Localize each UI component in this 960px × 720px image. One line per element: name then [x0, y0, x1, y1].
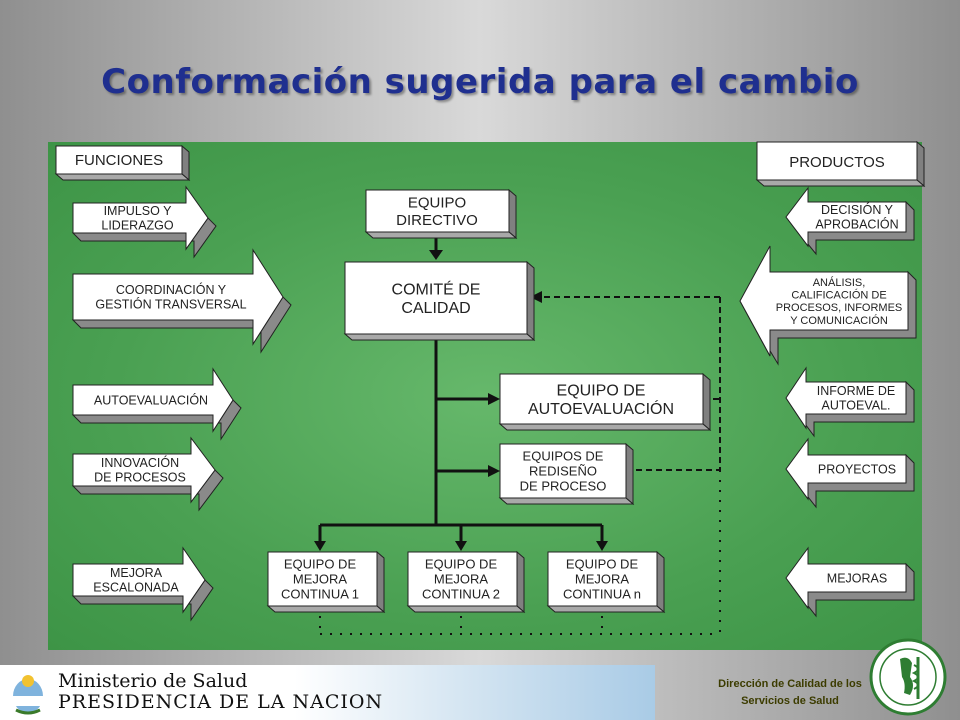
producto-2-line-4: Y COMUNICACIÓN	[790, 314, 888, 327]
funciones-header-label: FUNCIONES	[75, 152, 163, 169]
comite-calidad-box	[343, 260, 536, 342]
funcion-2-line-1: COORDINACIÓN Y	[116, 282, 227, 297]
equipo-mejora-box-1	[266, 550, 386, 614]
equipo-mejora-1-line-3: CONTINUA 1	[281, 587, 359, 602]
producto-3-line-1: INFORME DE	[817, 384, 895, 398]
equipo-mejora-1-line-2: MEJORA	[293, 572, 348, 587]
producto-5-line-1: MEJORAS	[827, 571, 887, 585]
funciones-header	[54, 144, 191, 182]
equipos-rediseno-line-1: EQUIPOS DE	[523, 449, 604, 464]
presidency-name: PRESIDENCIA DE LA NACION	[58, 691, 384, 713]
funcion-5-line-1: MEJORA	[110, 566, 163, 580]
funcion-4-line-2: DE PROCESOS	[94, 471, 186, 485]
ministry-name: Ministerio de Salud	[58, 670, 248, 692]
equipo-mejora-box-3	[546, 550, 666, 614]
page-title: Conformación sugerida para el cambio	[101, 62, 859, 102]
equipo-directivo-line-1: EQUIPO	[408, 195, 466, 212]
footer-band	[0, 665, 655, 720]
equipo-mejora-3-line-3: CONTINUA n	[563, 587, 641, 602]
equipo-autoevaluacion-box	[498, 372, 712, 432]
producto-3-line-2: AUTOEVAL.	[821, 399, 890, 413]
producto-1-line-1: DECISIÓN Y	[821, 202, 894, 217]
producto-2-line-1: ANÁLISIS,	[813, 276, 866, 289]
comite-calidad-line-2: CALIDAD	[401, 300, 470, 317]
funcion-arrow-1	[71, 185, 217, 259]
producto-arrow-4	[785, 437, 915, 509]
productos-header-label: PRODUCTOS	[789, 154, 885, 171]
productos-header	[755, 140, 926, 188]
funcion-1-line-1: IMPULSO Y	[104, 204, 173, 218]
producto-2-line-2: CALIFICACIÓN DE	[791, 289, 886, 302]
funcion-3-line-1: AUTOEVALUACIÓN	[94, 392, 208, 407]
equipo-mejora-1-line-1: EQUIPO DE	[284, 557, 357, 572]
equipos-rediseno-box	[498, 442, 635, 506]
equipos-rediseno-line-2: REDISEÑO	[529, 464, 597, 479]
producto-arrow-2	[739, 245, 917, 366]
funcion-arrow-4	[71, 436, 224, 512]
equipo-mejora-2-line-2: MEJORA	[434, 572, 489, 587]
equipo-autoevaluacion-line-2: AUTOEVALUACIÓN	[528, 399, 674, 418]
quality-seal-icon	[869, 638, 947, 716]
producto-1-line-2: APROBACIÓN	[815, 217, 898, 232]
equipo-mejora-2-line-3: CONTINUA 2	[422, 587, 500, 602]
equipo-mejora-3-line-2: MEJORA	[575, 572, 630, 587]
department-name: Dirección de Calidad de los Servicios de…	[690, 676, 890, 710]
funcion-arrow-5	[71, 546, 214, 622]
equipo-mejora-3-line-1: EQUIPO DE	[566, 557, 639, 572]
funcion-1-line-2: LIDERAZGO	[101, 219, 174, 233]
funcion-arrow-3	[71, 367, 242, 441]
producto-arrow-5	[785, 546, 915, 618]
equipo-mejora-box-2	[406, 550, 526, 614]
equipos-rediseno-line-3: DE PROCESO	[520, 479, 607, 494]
producto-2-line-3: PROCESOS, INFORMES	[776, 302, 903, 314]
producto-arrow-3	[785, 366, 915, 438]
funcion-arrow-2	[71, 248, 292, 354]
funcion-4-line-1: INNOVACIÓN	[101, 455, 179, 470]
equipo-directivo-box	[364, 188, 518, 240]
equipo-mejora-2-line-1: EQUIPO DE	[425, 557, 498, 572]
connector-lines	[314, 232, 721, 635]
equipo-autoevaluacion-line-1: EQUIPO DE	[557, 382, 646, 399]
funcion-2-line-2: GESTIÓN TRANSVERSAL	[95, 297, 246, 312]
argentina-crest-icon	[13, 675, 43, 715]
producto-arrow-1	[785, 186, 915, 256]
comite-calidad-line-1: COMITÉ DE	[392, 279, 481, 298]
equipo-directivo-line-2: DIRECTIVO	[396, 212, 478, 229]
department-line-1: Dirección de Calidad de los	[718, 678, 862, 690]
department-line-2: Servicios de Salud	[741, 695, 839, 707]
producto-4-line-1: PROYECTOS	[818, 462, 896, 476]
funcion-5-line-2: ESCALONADA	[93, 581, 179, 595]
